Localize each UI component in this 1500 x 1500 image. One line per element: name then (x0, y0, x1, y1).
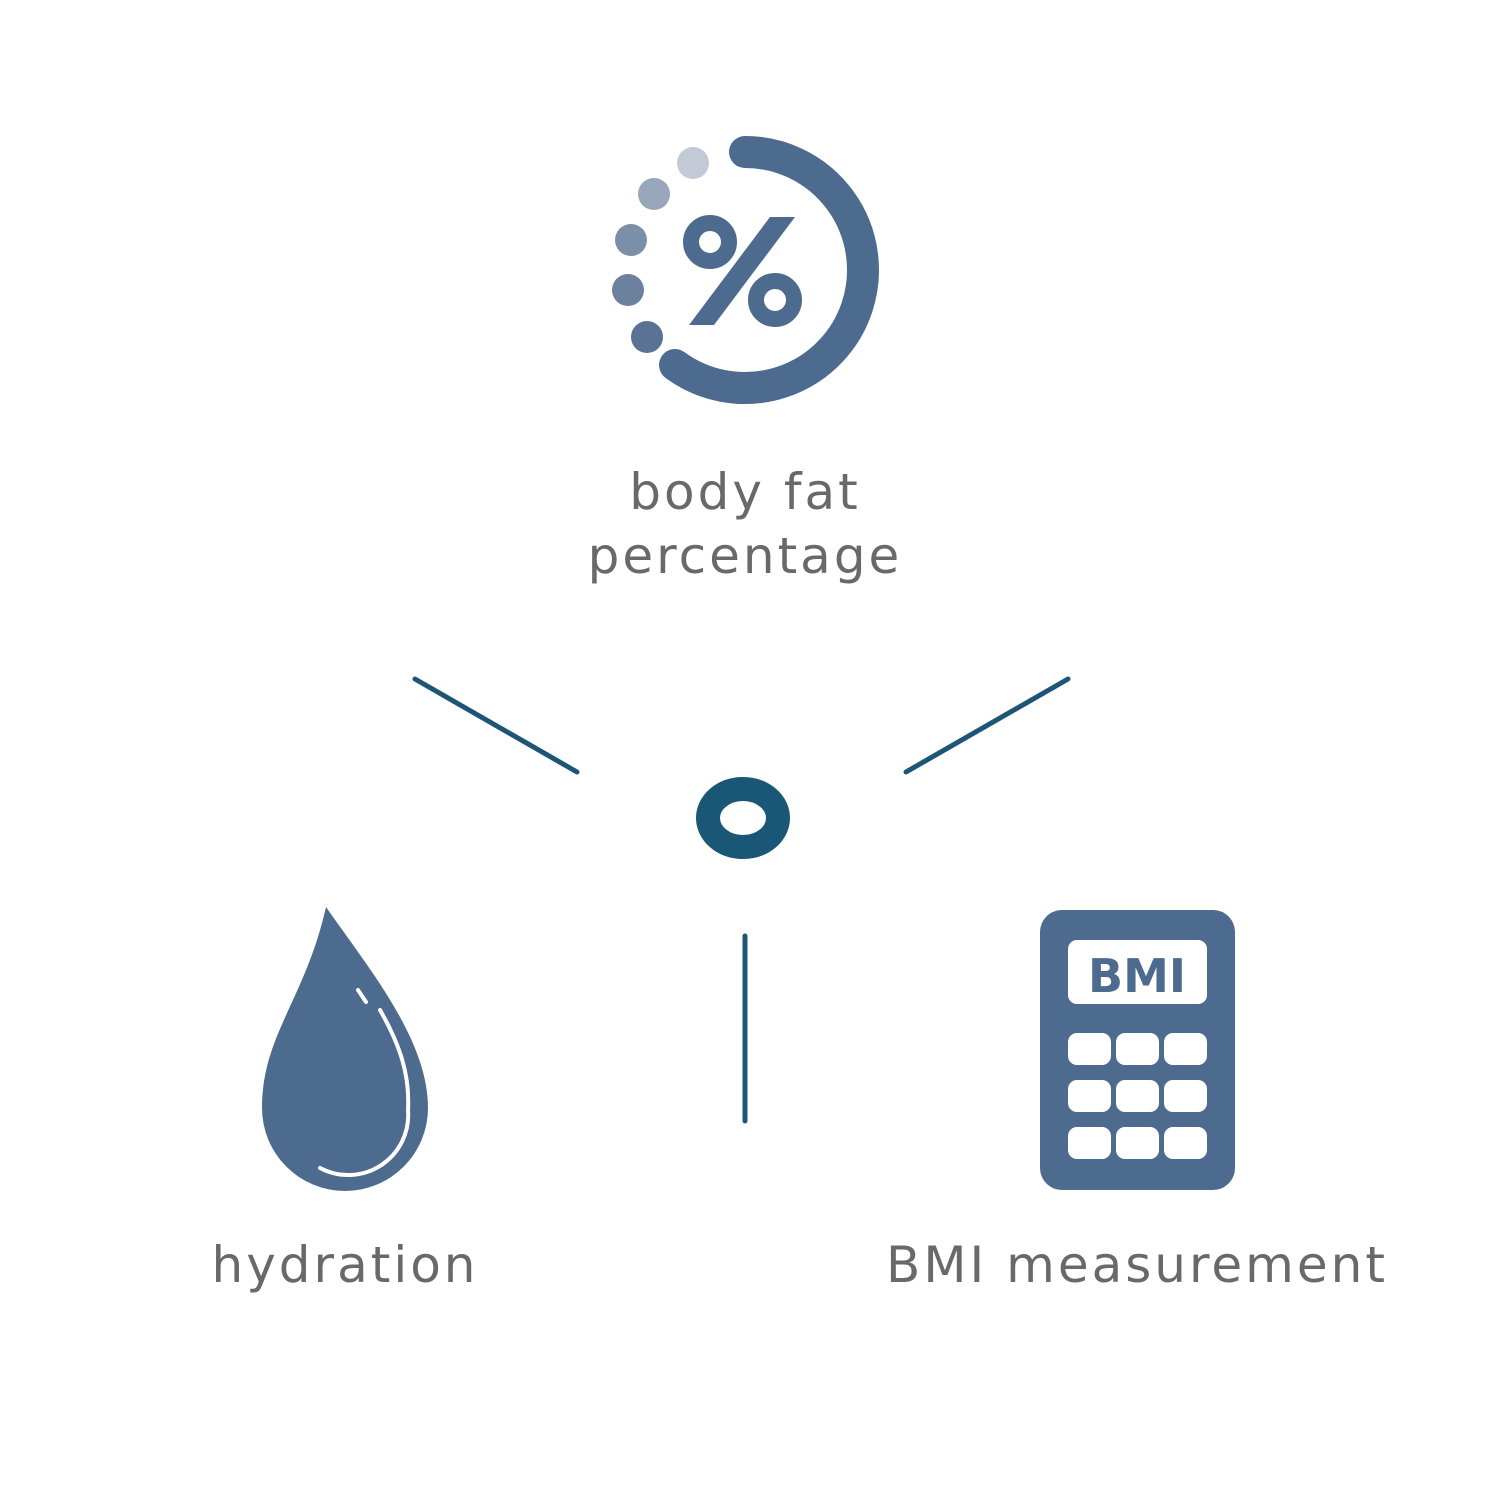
percent-circle (748, 273, 802, 327)
progress-dot (677, 147, 709, 179)
calculator-keys (1068, 1033, 1207, 1159)
percent-slash (689, 217, 795, 325)
body-fat-label-line2: percentage (587, 527, 903, 585)
calculator-icon: BMI (1040, 910, 1235, 1190)
progress-dot (615, 224, 647, 256)
body-fat-label: body fat percentage (545, 460, 945, 588)
hydration-label: hydration (211, 1236, 479, 1294)
connector-line (903, 676, 1071, 775)
progress-dot (612, 274, 644, 306)
calculator-screen-text: BMI (1088, 949, 1186, 1003)
logo-mark (696, 777, 790, 859)
progress-dot (638, 178, 670, 210)
percent-progress-icon (612, 136, 879, 404)
calculator-screen (1068, 940, 1207, 1004)
body-fat-label-line1: body fat (629, 463, 861, 521)
water-drop-icon (262, 907, 428, 1191)
percent-circle (683, 215, 737, 269)
bmi-label: BMI measurement (886, 1236, 1388, 1294)
progress-dot (631, 321, 663, 353)
progress-arc (659, 136, 879, 404)
connector-line (412, 676, 580, 775)
